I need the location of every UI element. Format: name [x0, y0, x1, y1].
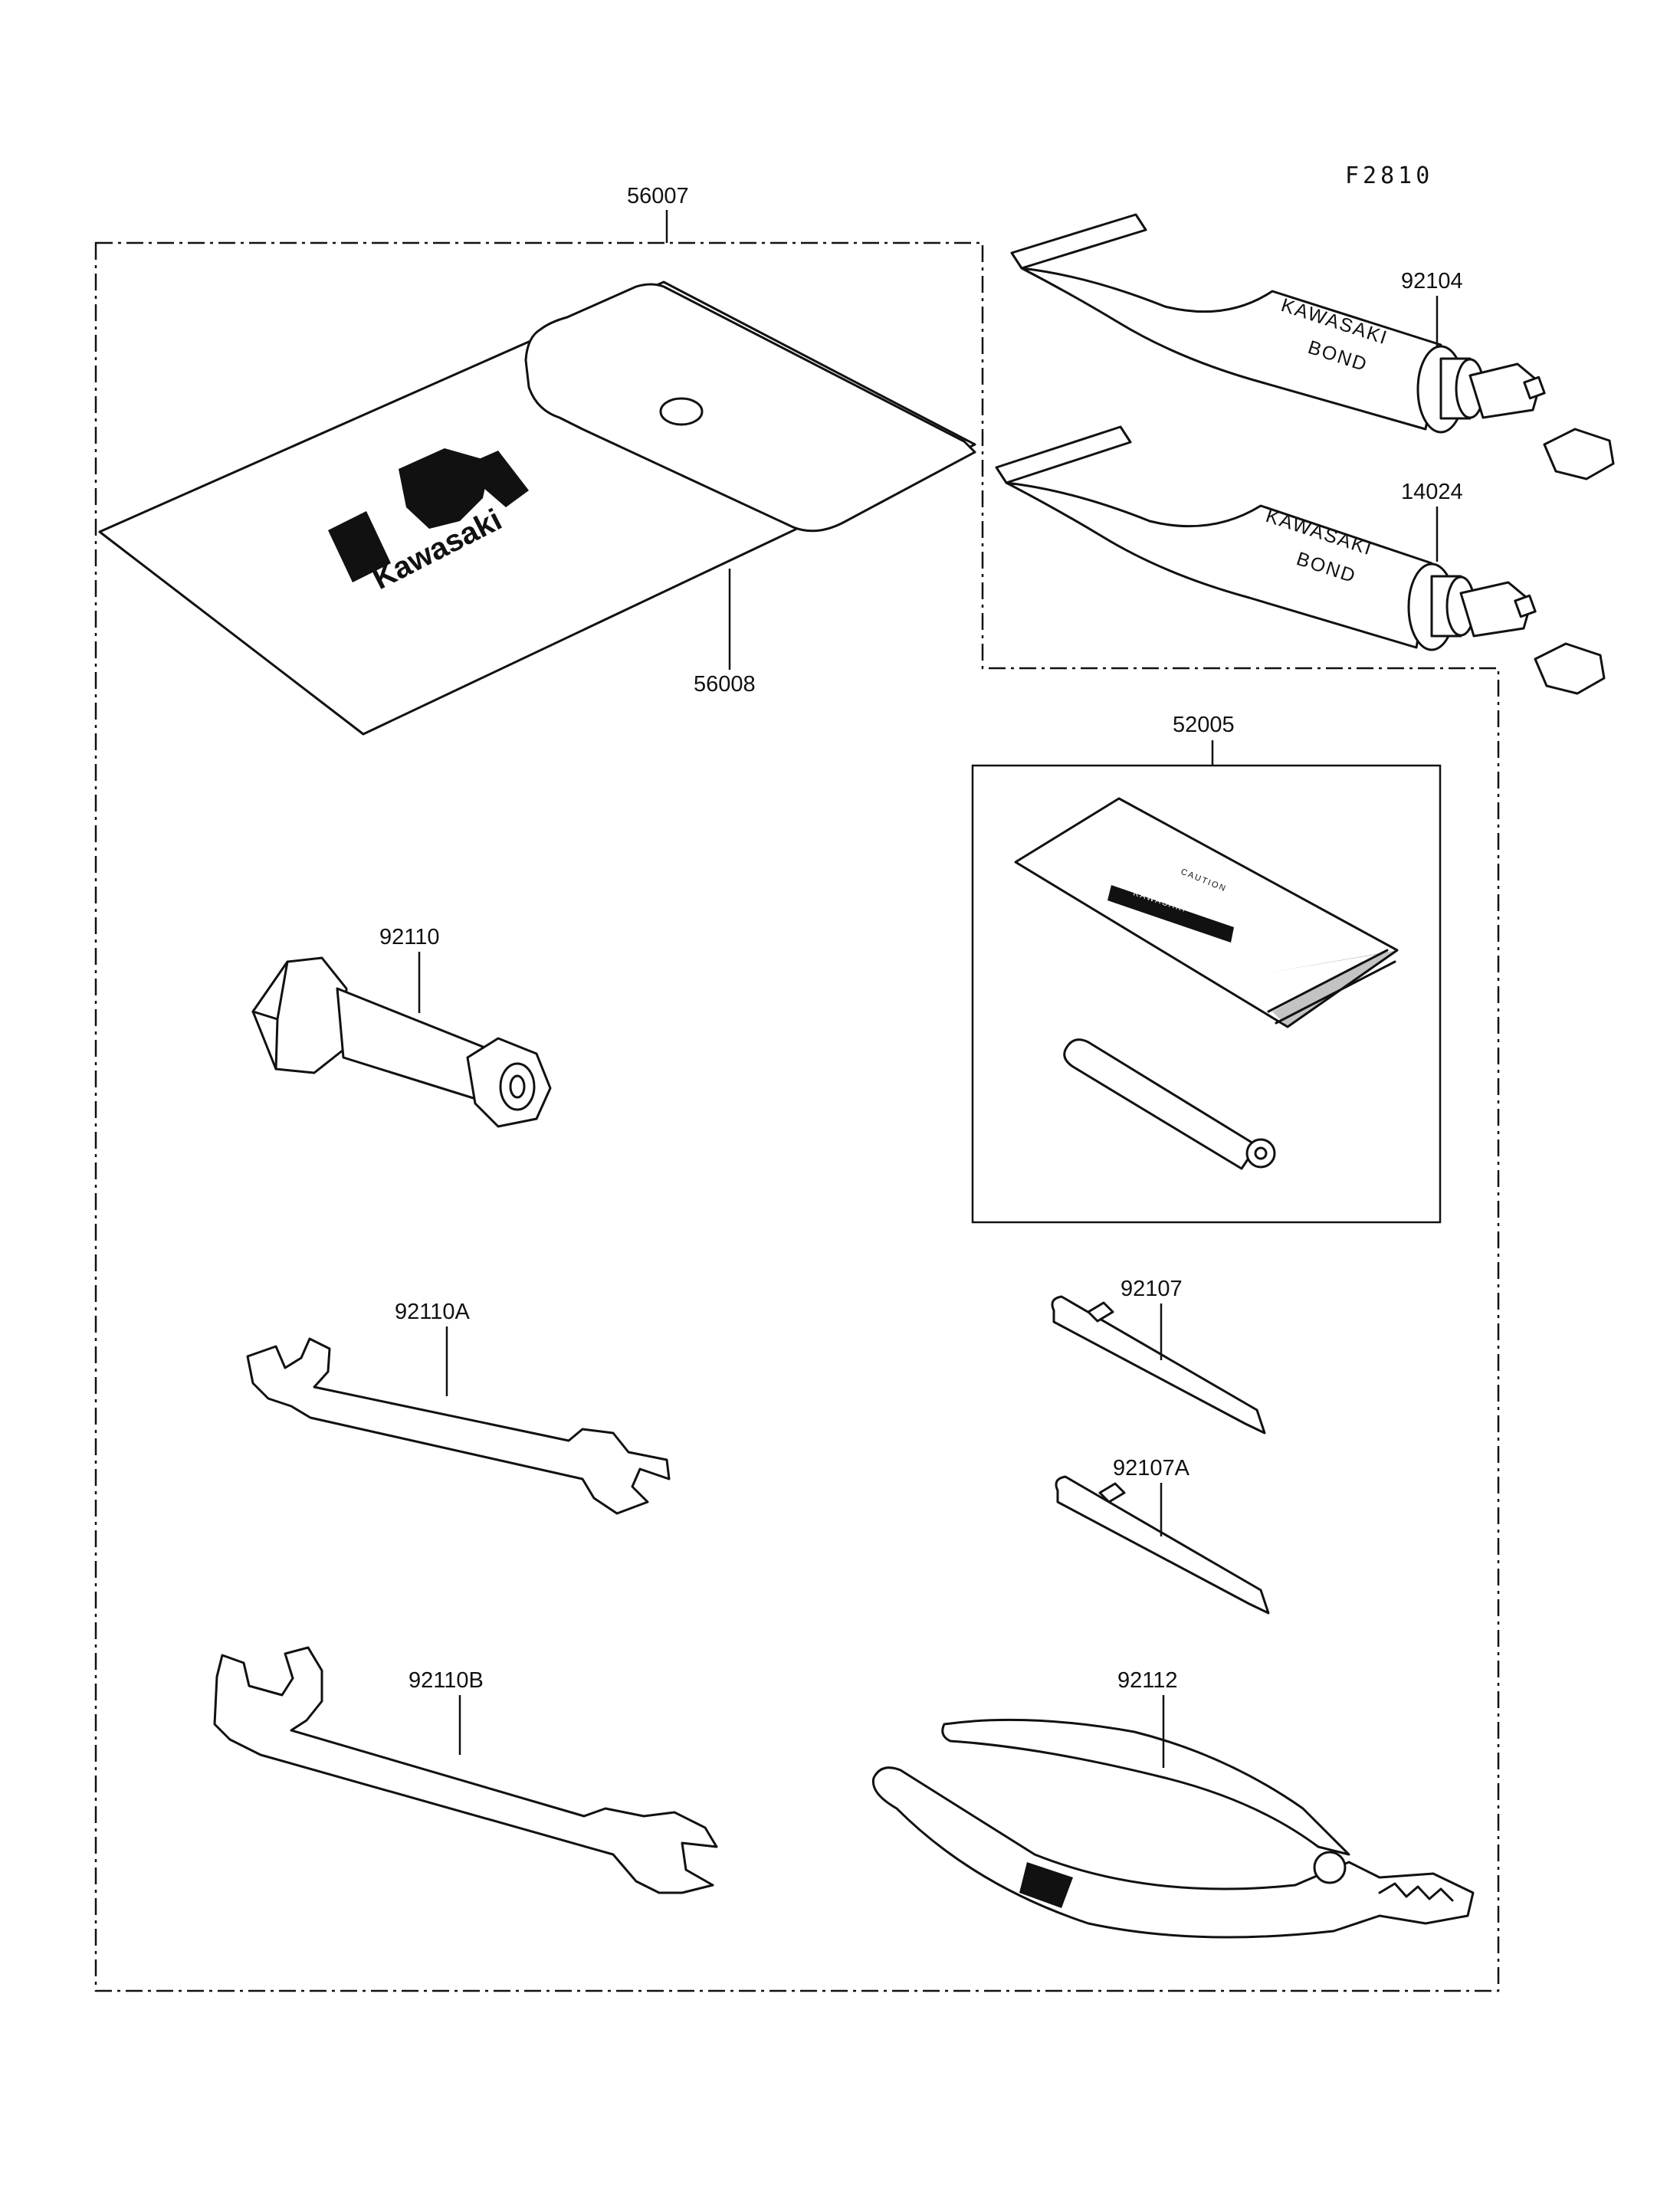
label-56007: 56007: [627, 184, 689, 208]
label-92110B: 92110B: [409, 1668, 484, 1693]
bond-tube-14024: KAWASAKI BOND: [995, 425, 1606, 695]
tool-pouch: Kawasaki: [98, 280, 976, 736]
pliers-pivot: [1313, 1851, 1347, 1884]
label-92110: 92110: [379, 925, 440, 949]
pouch-snap-button: [659, 397, 704, 426]
label-92110A: 92110A: [395, 1300, 470, 1324]
label-92107: 92107: [1121, 1277, 1183, 1301]
figure-code: F2810: [1345, 162, 1433, 189]
patch-kit-glue-tube: [1063, 1038, 1276, 1170]
label-56008: 56008: [694, 672, 756, 697]
box-52005: [971, 764, 1442, 1224]
wrench-92110B: [213, 1646, 718, 1894]
label-92104: 92104: [1401, 269, 1463, 293]
screwdriver-92107: [1051, 1295, 1266, 1435]
kawasaki-logo: [328, 448, 529, 582]
label-14024: 14024: [1401, 480, 1463, 504]
kit-boundary: [94, 241, 1500, 1992]
wrench-92110A: [246, 1337, 671, 1515]
label-52005: 52005: [1173, 713, 1235, 737]
screwdriver-92107A: [1055, 1475, 1270, 1615]
label-92107A: 92107A: [1113, 1456, 1190, 1481]
plug-wrench-92110: [251, 956, 552, 1128]
label-92112: 92112: [1117, 1668, 1178, 1693]
pliers-92112: [871, 1718, 1475, 1939]
bond-tube-92104: KAWASAKI BOND: [1010, 213, 1615, 480]
patch-kit-envelope: CAUTION KAWASAKI: [1014, 797, 1399, 1028]
